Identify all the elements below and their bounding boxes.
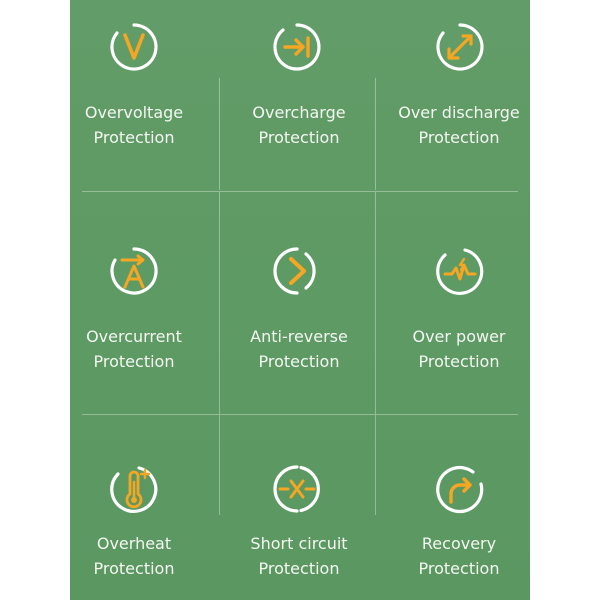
row-divider-1 — [82, 191, 518, 192]
feature-subtitle: Protection — [418, 128, 500, 147]
column-divider-2b — [375, 192, 376, 414]
discharge-arrows-icon — [435, 22, 485, 72]
feature-label-overheat: Overheat Protection — [70, 531, 214, 581]
feature-subtitle: Protection — [93, 128, 175, 147]
feature-title: Overvoltage — [84, 103, 184, 122]
feature-subtitle: Protection — [258, 352, 340, 371]
feature-title: Recovery — [421, 534, 497, 553]
voltage-v-icon — [109, 22, 159, 72]
feature-label-recovery: Recovery Protection — [379, 531, 530, 581]
feature-title: Anti-reverse — [250, 327, 348, 346]
feature-title: Overcurrent — [86, 327, 182, 346]
protection-features-panel: Overvoltage Protection Overcharge Protec… — [70, 0, 530, 600]
power-lightning-icon — [435, 246, 485, 296]
feature-subtitle: Protection — [93, 559, 175, 578]
feature-subtitle: Protection — [258, 128, 340, 147]
feature-label-short-circuit: Short circuit Protection — [219, 531, 379, 581]
feature-title: Overheat — [96, 534, 172, 553]
feature-label-overcharge: Overcharge Protection — [219, 100, 379, 150]
feature-title: Over discharge — [398, 103, 520, 122]
feature-label-over-discharge: Over discharge Protection — [379, 100, 530, 150]
row-divider-2 — [82, 414, 518, 415]
feature-label-overcurrent: Overcurrent Protection — [70, 324, 214, 374]
column-divider-2c — [375, 415, 376, 515]
reverse-chevron-icon — [272, 246, 322, 296]
short-circuit-icon — [272, 464, 322, 514]
column-divider-1a — [219, 78, 220, 190]
feature-subtitle: Protection — [418, 352, 500, 371]
recovery-arrow-icon — [435, 464, 485, 514]
feature-title: Short circuit — [250, 534, 348, 553]
thermometer-icon — [109, 464, 159, 514]
feature-subtitle: Protection — [418, 559, 500, 578]
feature-subtitle: Protection — [258, 559, 340, 578]
feature-title: Overcharge — [252, 103, 346, 122]
feature-label-over-power: Over power Protection — [379, 324, 530, 374]
feature-subtitle: Protection — [93, 352, 175, 371]
column-divider-2a — [375, 78, 376, 190]
feature-label-overvoltage: Overvoltage Protection — [70, 100, 214, 150]
feature-label-anti-reverse: Anti-reverse Protection — [219, 324, 379, 374]
feature-title: Over power — [412, 327, 506, 346]
current-a-icon — [109, 246, 159, 296]
column-divider-1b — [219, 192, 220, 414]
column-divider-1c — [219, 415, 220, 515]
charge-arrow-icon — [272, 22, 322, 72]
